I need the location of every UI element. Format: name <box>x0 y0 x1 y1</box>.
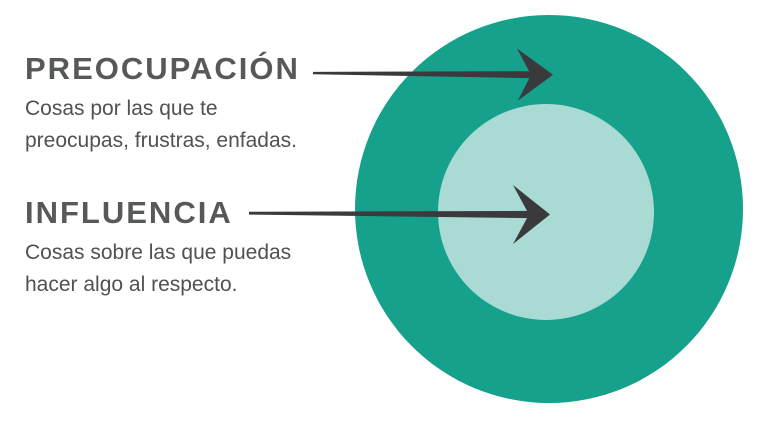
influence-arrow-shaft <box>249 210 530 219</box>
concern-description: Cosas por las que te preocupas, frustras… <box>25 93 300 157</box>
influence-arrow-head <box>513 185 550 244</box>
concern-description-line1: Cosas por las que te <box>25 97 218 120</box>
concern-label-block: PREOCUPACIÓN Cosas por las que te preocu… <box>25 50 300 157</box>
influence-description-line1: Cosas sobre las que puedas <box>25 241 292 264</box>
concern-description-line2: preocupas, frustras, enfadas. <box>25 129 297 152</box>
influence-description-line2: hacer algo al respecto. <box>25 273 238 296</box>
concern-arrow-head <box>517 48 553 101</box>
influence-label-block: INFLUENCIA Cosas sobre las que puedas ha… <box>25 194 291 301</box>
concern-arrow-shaft <box>313 71 534 79</box>
influence-arrow-icon <box>249 185 550 244</box>
concern-title: PREOCUPACIÓN <box>25 51 300 86</box>
concern-arrow-icon <box>313 48 553 101</box>
influence-description: Cosas sobre las que puedas hacer algo al… <box>25 237 291 301</box>
influence-title: INFLUENCIA <box>25 195 233 230</box>
